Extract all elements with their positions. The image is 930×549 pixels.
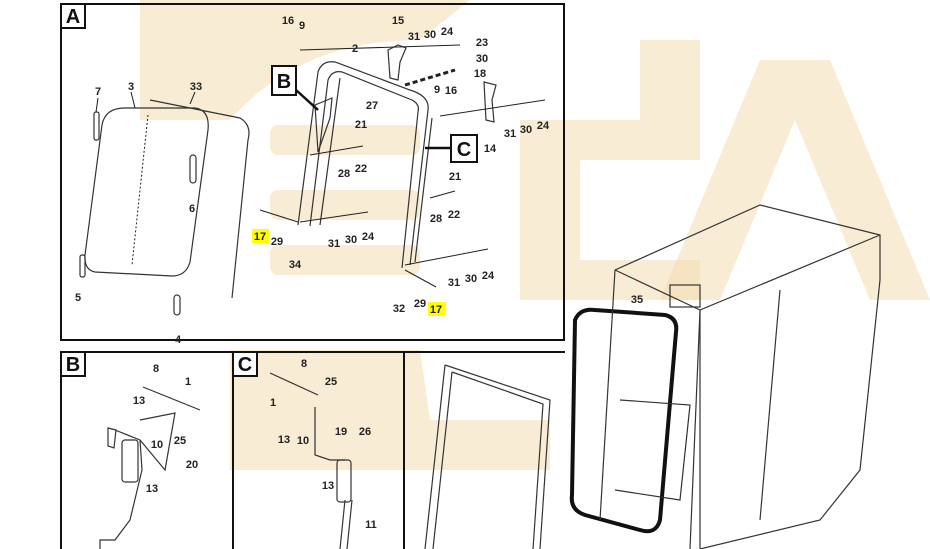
part-label: 10 bbox=[297, 435, 309, 447]
door-frame-drawing bbox=[259, 44, 546, 288]
part-label: 27 bbox=[366, 100, 378, 112]
part-label: 28 bbox=[430, 213, 442, 225]
part-label: 20 bbox=[186, 459, 198, 471]
part-label: 30 bbox=[520, 124, 532, 136]
part-label: 31 bbox=[408, 31, 420, 43]
part-label: 22 bbox=[448, 209, 460, 221]
part-label: 31 bbox=[328, 238, 340, 250]
part-label: 34 bbox=[289, 259, 302, 271]
part-label: 30 bbox=[476, 53, 488, 65]
part-label: 24 bbox=[441, 26, 454, 38]
panel-b-drawing: 8 1 13 10 25 20 13 13 bbox=[99, 363, 201, 549]
part-label: 31 bbox=[504, 128, 516, 140]
part-label: 1 bbox=[185, 376, 191, 388]
cab-drawing: 35 bbox=[424, 204, 881, 549]
part-label: 26 bbox=[359, 426, 371, 438]
part-label: 28 bbox=[338, 168, 350, 180]
part-label: 29 bbox=[271, 236, 283, 248]
panel-c-tag: C bbox=[232, 351, 258, 377]
part-label: 4 bbox=[175, 334, 182, 346]
part-label: 30 bbox=[345, 234, 357, 246]
part-label: 8 bbox=[153, 363, 159, 375]
part-label: 19 bbox=[335, 426, 347, 438]
part-label: 25 bbox=[174, 435, 186, 447]
part-label: 24 bbox=[482, 270, 495, 282]
part-label: 21 bbox=[355, 119, 367, 131]
part-label: 13 bbox=[146, 483, 158, 495]
panel-a-labels: 16 9 15 2 31 30 24 23 30 18 27 9 16 21 2… bbox=[75, 15, 550, 346]
callout-b: B bbox=[271, 65, 319, 111]
panel-c-drawing: 8 1 25 13 10 19 26 13 11 bbox=[269, 358, 377, 549]
part-label: 2 bbox=[352, 43, 358, 55]
part-label: 32 bbox=[393, 303, 405, 315]
part-label: 29 bbox=[414, 298, 426, 310]
part-label: 22 bbox=[355, 163, 367, 175]
part-label: 7 bbox=[95, 86, 101, 98]
highlighted-part-label: 17 bbox=[430, 304, 442, 316]
part-label: 9 bbox=[434, 84, 440, 96]
part-label: 9 bbox=[299, 20, 305, 32]
part-label: 13 bbox=[322, 480, 334, 492]
svg-text:A: A bbox=[66, 6, 80, 28]
part-label: 18 bbox=[474, 68, 486, 80]
part-label: 30 bbox=[465, 273, 477, 285]
part-label: 21 bbox=[449, 171, 461, 183]
part-label: 3 bbox=[128, 81, 134, 93]
panel-a-tag: A bbox=[60, 3, 86, 29]
part-label: 30 bbox=[424, 29, 436, 41]
panel-a-frame bbox=[60, 3, 565, 341]
part-label: 23 bbox=[476, 37, 488, 49]
part-label: 31 bbox=[448, 277, 460, 289]
side-glass-drawing bbox=[79, 91, 250, 316]
part-label: 8 bbox=[301, 358, 307, 370]
part-label: 33 bbox=[190, 81, 202, 93]
svg-text:B: B bbox=[66, 354, 80, 376]
part-label: 5 bbox=[75, 292, 81, 304]
part-label: 16 bbox=[282, 15, 294, 27]
part-label: 15 bbox=[392, 15, 404, 27]
part-label: 25 bbox=[325, 376, 337, 388]
part-label: 1 bbox=[270, 397, 276, 409]
part-label: 35 bbox=[631, 294, 643, 306]
callout-c: C bbox=[425, 134, 478, 163]
part-label: 14 bbox=[484, 143, 497, 155]
svg-text:C: C bbox=[457, 139, 471, 161]
part-label: 13 bbox=[133, 395, 145, 407]
part-label: 10 bbox=[151, 439, 163, 451]
svg-text:B: B bbox=[277, 71, 291, 93]
highlighted-part-label: 17 bbox=[254, 231, 266, 243]
part-label: 16 bbox=[445, 85, 457, 97]
part-label: 6 bbox=[189, 203, 195, 215]
svg-text:C: C bbox=[238, 354, 252, 376]
part-label: 24 bbox=[362, 231, 375, 243]
part-label: 11 bbox=[365, 519, 377, 531]
part-label: 13 bbox=[278, 434, 290, 446]
part-label: 24 bbox=[537, 120, 550, 132]
panel-b-tag: B bbox=[60, 351, 86, 377]
